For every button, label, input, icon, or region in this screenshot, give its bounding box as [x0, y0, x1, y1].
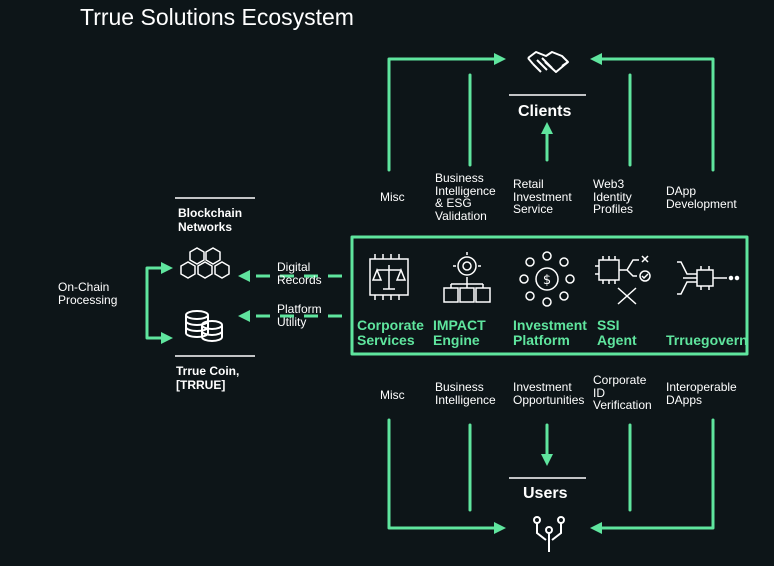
top-label-misc: Misc [380, 190, 405, 204]
blocks-icon [180, 247, 230, 279]
module-trruegovern: Trruegovern [666, 332, 748, 348]
top-left-connector [387, 53, 506, 172]
handshake-icon [527, 51, 569, 73]
top-right-connector [590, 53, 715, 172]
clients-label: Clients [518, 103, 572, 120]
scales-chip-icon [369, 254, 409, 300]
coin-network-icon: $ [519, 251, 575, 307]
bottom-right-connector [590, 418, 715, 534]
coin-stack-icon [185, 310, 223, 342]
svg-text:$: $ [543, 273, 551, 288]
chip-check-icon [595, 255, 651, 305]
onchain-bracket [145, 266, 169, 340]
network-nodes-icon [533, 516, 565, 552]
modules-container [350, 235, 749, 356]
coin-label: Trrue Coin,[TRRUE] [176, 364, 240, 392]
users-label: Users [523, 485, 568, 502]
bottom-left-connector [387, 418, 506, 534]
gear-server-icon [443, 252, 491, 303]
chip-circuit-icon [677, 261, 740, 295]
bottom-label-misc: Misc [380, 388, 405, 402]
page-title: Trrue Solutions Ecosystem [80, 4, 354, 30]
